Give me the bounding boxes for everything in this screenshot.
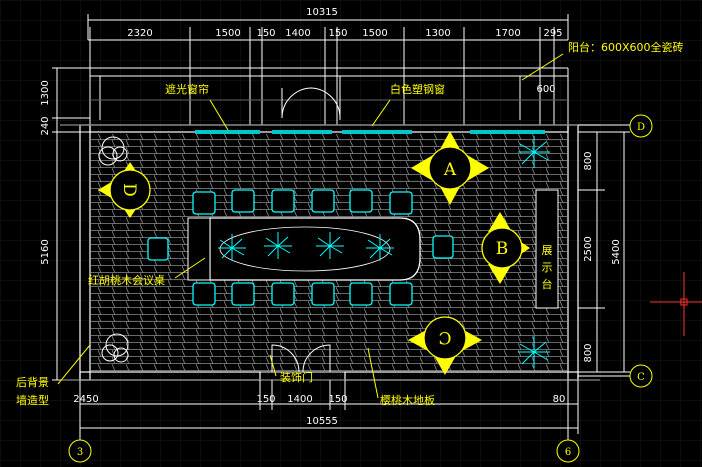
label-backwall-line1: 后背景 bbox=[16, 375, 49, 389]
axis-bubble-c-label: C bbox=[637, 372, 645, 383]
view-marker-d-letter: D bbox=[119, 183, 139, 197]
axis-bubble-d-label: D bbox=[637, 122, 645, 133]
dim-top-seg-5: 150 bbox=[328, 28, 347, 39]
label-window: 白色塑钢窗 bbox=[390, 82, 445, 96]
display-stand-char-1: 展 bbox=[542, 244, 553, 257]
table-plants bbox=[218, 232, 394, 261]
entrance-door bbox=[260, 344, 345, 373]
dim-bottom-seg-1: 2450 bbox=[73, 394, 98, 405]
leader-blinds bbox=[209, 99, 229, 131]
view-marker-b bbox=[481, 212, 530, 284]
display-stand bbox=[535, 189, 559, 309]
crosshair-cursor bbox=[650, 272, 702, 336]
dim-right-seg-2: 2500 bbox=[583, 236, 594, 261]
corner-plant-bottom-right bbox=[518, 336, 550, 368]
dim-bottom-seg-3: 1400 bbox=[287, 394, 312, 405]
view-marker-a bbox=[411, 131, 489, 205]
dim-left-seg-2: 240 bbox=[40, 116, 51, 135]
label-table: 红胡桃木会议桌 bbox=[88, 273, 165, 287]
leader-balcony bbox=[521, 53, 564, 81]
view-marker-c-letter: C bbox=[438, 327, 451, 347]
axis-bubble-3 bbox=[68, 439, 92, 463]
corner-plant-bottom-left bbox=[101, 333, 129, 363]
dim-top-seg-1: 2320 bbox=[127, 28, 152, 39]
dim-right-seg-3: 800 bbox=[583, 343, 594, 362]
view-marker-b-letter: B bbox=[496, 239, 509, 259]
dim-bottom-seg-4: 150 bbox=[328, 394, 347, 405]
view-marker-a-letter: A bbox=[443, 160, 457, 180]
label-backwall-line2: 墙造型 bbox=[16, 393, 49, 407]
axis-bubble-c bbox=[629, 364, 653, 388]
view-marker-c bbox=[408, 316, 482, 375]
view-marker-d bbox=[98, 162, 151, 218]
display-stand-char-2: 示 bbox=[542, 261, 553, 274]
corner-plant-top-left bbox=[98, 136, 128, 166]
label-balcony-tile: 600 bbox=[536, 84, 555, 95]
dim-top-seg-9: 295 bbox=[543, 28, 562, 39]
dim-top-seg-8: 1700 bbox=[495, 28, 520, 39]
dim-left-seg-3: 5160 bbox=[40, 239, 51, 264]
dim-top-total: 10315 bbox=[306, 7, 338, 18]
axis-bubble-3-label: 3 bbox=[77, 447, 83, 458]
label-balcony: 阳台：600X600全瓷砖 bbox=[568, 40, 684, 54]
dim-bottom-seg-2: 150 bbox=[256, 394, 275, 405]
corner-plant-top-right bbox=[518, 136, 550, 168]
leader-table bbox=[174, 257, 206, 279]
label-floor: 樱桃木地板 bbox=[380, 393, 435, 407]
conference-chairs bbox=[147, 189, 454, 306]
dim-top-seg-6: 1500 bbox=[362, 28, 387, 39]
right-dimension-lines bbox=[578, 131, 630, 373]
display-stand-char-3: 台 bbox=[542, 277, 553, 291]
label-blinds: 遮光窗帘 bbox=[165, 82, 209, 96]
conference-table bbox=[187, 217, 421, 281]
dim-top-seg-2: 1500 bbox=[215, 28, 240, 39]
window-strips bbox=[195, 130, 545, 134]
dim-right-total: 5400 bbox=[611, 239, 622, 264]
axis-bubble-6-label: 6 bbox=[565, 447, 571, 458]
axis-bubble-6 bbox=[556, 439, 580, 463]
leader-backwall bbox=[57, 344, 91, 385]
left-dimension-lines bbox=[52, 67, 90, 381]
leader-door bbox=[269, 354, 277, 377]
axis-bubble-d bbox=[629, 114, 653, 138]
balcony-door-arcs bbox=[281, 87, 341, 119]
dim-bottom-total: 10555 bbox=[306, 416, 338, 427]
leader-floor bbox=[367, 347, 379, 399]
dim-top-seg-7: 1300 bbox=[425, 28, 450, 39]
dim-top-seg-4: 1400 bbox=[285, 28, 310, 39]
axis-lines bbox=[79, 124, 630, 440]
label-door: 装饰门 bbox=[280, 370, 313, 384]
dim-right-seg-1: 800 bbox=[583, 151, 594, 170]
leader-window bbox=[371, 99, 391, 127]
dim-bottom-seg-5: 80 bbox=[553, 394, 566, 405]
dim-left-seg-1: 1300 bbox=[40, 80, 51, 105]
dim-top-seg-3: 150 bbox=[256, 28, 275, 39]
